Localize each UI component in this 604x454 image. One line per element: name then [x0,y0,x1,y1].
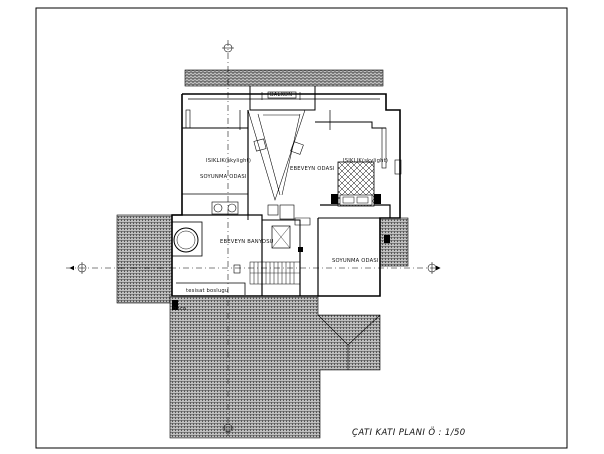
bed [331,161,381,207]
label-chimney: baca [173,306,186,312]
label-skylight-right: ISIKLIK(skylight) [343,158,388,164]
roof-tiles [116,69,409,439]
staircase [249,261,301,285]
walls [171,86,401,297]
bath-fixtures [171,201,291,274]
label-balcony: BALKON [270,92,292,98]
label-sitting-room-right: SOYUNMA ODASI [332,258,379,264]
label-master-bath: EBEVEYN BANYOSU [220,239,274,245]
label-skylight-left: ISIKLIK(skylight) [206,158,251,164]
sheet-border [35,7,568,449]
axis-markers [66,40,441,438]
label-installation-shaft: tesisat boslugu [186,288,228,294]
label-sitting-room-left: SOYUNMA ODASI [200,174,247,180]
corner-columns [172,235,390,310]
skylight-lines [247,109,306,201]
openings [185,91,402,226]
drawing-title: ÇATI KATI PLANI Ö : 1/50 [352,427,466,438]
label-master-bedroom: EBEVEYN ODASI [290,166,335,172]
